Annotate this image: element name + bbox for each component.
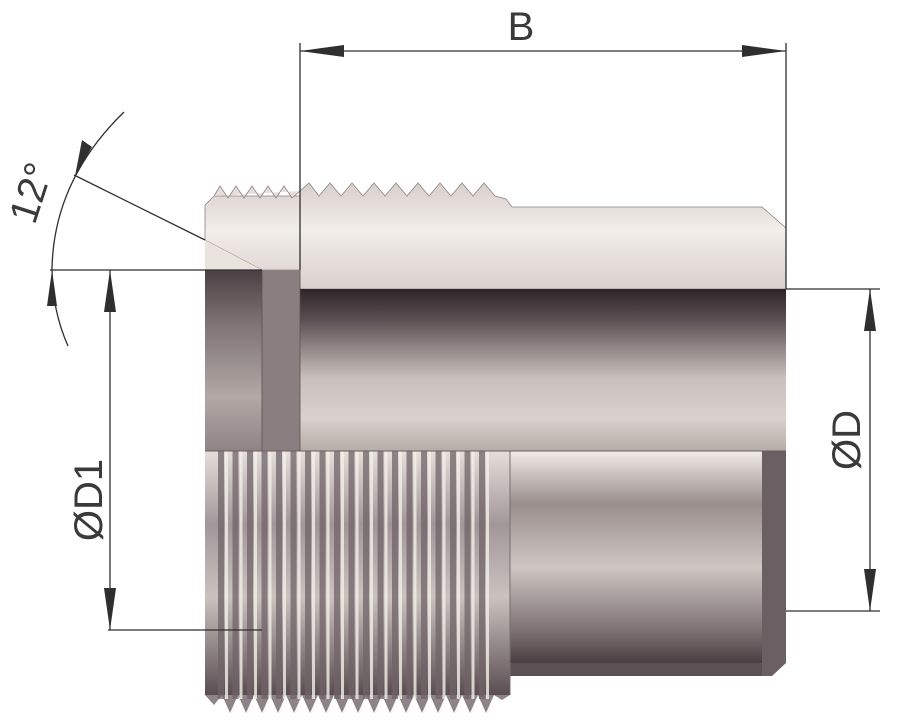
thread-root xyxy=(348,451,355,699)
thread-root xyxy=(392,451,398,699)
dimension-d1: ØD1 xyxy=(50,269,262,631)
thread-root xyxy=(232,451,239,699)
thread-root xyxy=(464,451,471,699)
thread-root xyxy=(377,451,384,699)
dimension-d: ØD xyxy=(786,288,880,612)
step-face xyxy=(262,270,300,451)
bore xyxy=(300,289,786,451)
thread-root xyxy=(406,451,413,699)
thread-crest xyxy=(384,451,388,699)
dimension-b-label: B xyxy=(508,5,535,49)
thread-crest xyxy=(355,451,359,699)
end-face xyxy=(205,270,263,451)
thread-crest xyxy=(312,451,315,699)
dimension-d-label: ØD xyxy=(825,410,869,470)
lower-chamfer xyxy=(762,451,786,676)
upper-section xyxy=(204,182,787,451)
angle-label: 12° xyxy=(1,157,62,228)
lower-neck xyxy=(510,663,762,676)
thread-root xyxy=(363,451,369,699)
thread-crest xyxy=(486,451,489,699)
dimension-d1-label: ØD1 xyxy=(67,459,111,541)
thread-crest xyxy=(471,451,475,699)
lower-plain-body xyxy=(510,451,786,663)
cone-face xyxy=(205,240,262,270)
thread-root xyxy=(435,451,442,699)
thread-crest xyxy=(457,451,460,699)
thread-root xyxy=(479,451,485,699)
thread-crest xyxy=(399,451,402,699)
thread-root xyxy=(276,451,282,699)
thread-root xyxy=(421,451,427,699)
upper-left-teeth xyxy=(213,185,301,199)
thread-root xyxy=(247,451,253,699)
thread-crest xyxy=(413,451,417,699)
thread-crest xyxy=(428,451,431,699)
thread-crest xyxy=(283,451,286,699)
dimension-angle: 12° xyxy=(1,111,206,347)
thread-root xyxy=(290,451,297,699)
lower-body xyxy=(205,450,786,713)
thread-crest xyxy=(239,451,243,699)
thread-root xyxy=(305,451,311,699)
thread-root xyxy=(450,451,456,699)
thread-crest xyxy=(297,451,301,699)
thread-root xyxy=(218,451,224,699)
thread-crest xyxy=(442,451,446,699)
thread-root xyxy=(261,451,268,699)
thread-root xyxy=(334,451,340,699)
thread-crest xyxy=(225,451,228,699)
thread-crest xyxy=(370,451,373,699)
thread-crest xyxy=(326,451,330,699)
thread-crest xyxy=(254,451,257,699)
thread-root xyxy=(319,451,326,699)
thread-crest xyxy=(268,451,272,699)
thread-crest-lines xyxy=(218,451,489,699)
dimension-b: B xyxy=(299,5,787,289)
thread-crest xyxy=(341,451,344,699)
lower-thread-teeth xyxy=(205,695,510,713)
